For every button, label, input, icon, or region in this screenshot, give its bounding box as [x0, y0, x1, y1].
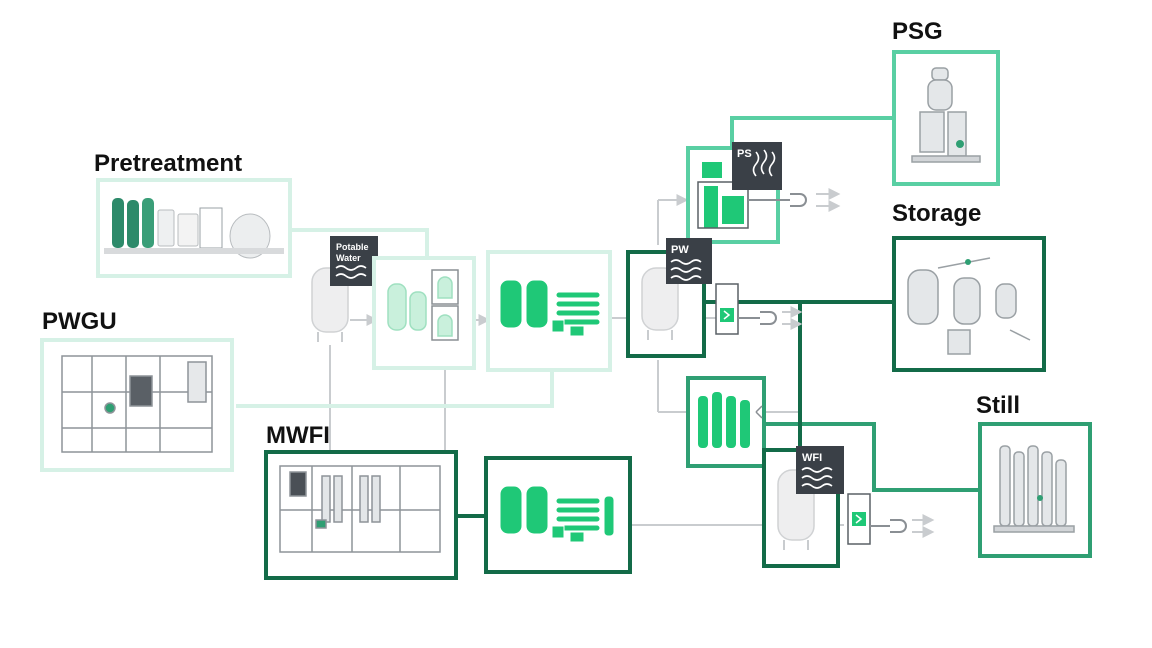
- ps-badge: PS: [732, 142, 782, 190]
- psg-photo: [911, 67, 981, 163]
- potable-badge-line2: Water: [336, 253, 361, 263]
- still-connectors: [766, 422, 980, 492]
- pw-badge: PW: [666, 238, 712, 284]
- storage-unit: [892, 236, 1046, 372]
- storage-label: Storage: [892, 200, 982, 227]
- potable-badge-line1: Potable: [336, 242, 369, 252]
- psg-label: PSG: [892, 18, 943, 45]
- ps-badge-text: PS: [737, 148, 752, 160]
- pretreatment-unit: [96, 178, 292, 278]
- mwfi-unit: [264, 450, 458, 580]
- filter-stage: [372, 256, 476, 370]
- still-unit: [978, 422, 1092, 558]
- wfi-badge-text: WFI: [802, 452, 822, 464]
- psg-connector: [730, 116, 894, 148]
- ro-stage-dark: [484, 456, 632, 574]
- wfi-badge: WFI: [796, 446, 844, 494]
- pretreatment-photo: [104, 198, 284, 259]
- pwgu-label: PWGU: [42, 308, 117, 335]
- pw-badge-text: PW: [671, 244, 689, 256]
- ps-outlet: [748, 188, 841, 212]
- pretreatment-connectors: [236, 228, 554, 408]
- pwgu-photo: [61, 355, 213, 453]
- pwgu-unit: [40, 338, 234, 472]
- storage-photo: [907, 257, 1031, 355]
- mwfi-photo: [279, 465, 441, 553]
- pretreatment-label: Pretreatment: [94, 150, 243, 177]
- still-photo: [993, 445, 1075, 533]
- ro-stage-light: [486, 250, 612, 372]
- wfi-outlet: [847, 493, 935, 545]
- still-label: Still: [976, 392, 1021, 419]
- mwfi-label: MWFI: [266, 422, 330, 449]
- pw-outlet: [715, 283, 803, 335]
- distillation-box: [686, 376, 766, 468]
- potable-water-badge: Potable Water: [330, 236, 378, 286]
- psg-unit: [892, 50, 1000, 186]
